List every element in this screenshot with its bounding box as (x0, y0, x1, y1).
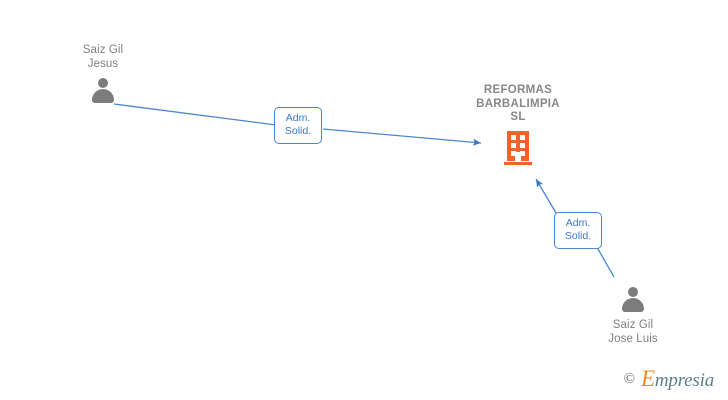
person-node-saiz-gil-jesus[interactable]: Saiz Gil Jesus (33, 43, 173, 103)
building-window (520, 142, 525, 148)
empresia-logo[interactable]: © Empresia (623, 366, 715, 392)
edge-joseluis-segment-upper (535, 178, 557, 214)
person-body-shape (622, 298, 644, 312)
building-door (515, 151, 521, 161)
building-window (520, 134, 525, 140)
edge-jesus-segment-left (113, 103, 277, 126)
edge-label-adm-solid-jesus[interactable]: Adm. Solid. (274, 107, 322, 144)
brand-wordmark: Empresia (641, 366, 714, 392)
edge-label-adm-solid-jose-luis[interactable]: Adm. Solid. (554, 212, 602, 249)
person-icon (92, 78, 114, 103)
brand-initial: E (641, 366, 655, 391)
building-window (511, 150, 516, 156)
person-body-shape (92, 89, 114, 103)
copyright-icon: © (623, 370, 636, 387)
person-icon (622, 287, 644, 312)
building-base-shape (504, 161, 532, 165)
company-node-reformas-barbalimpia-sl[interactable]: REFORMAS BARBALIMPIA SL (448, 84, 588, 165)
building-window (511, 142, 516, 148)
person-label-saiz-gil-jose-luis: Saiz Gil Jose Luis (608, 319, 658, 345)
building-window (520, 150, 525, 156)
building-icon (504, 130, 532, 165)
person-label-saiz-gil-jesus: Saiz Gil Jesus (82, 44, 124, 70)
person-node-saiz-gil-jose-luis[interactable]: Saiz Gil Jose Luis (563, 287, 703, 346)
person-head-shape (98, 78, 108, 88)
company-title: REFORMAS BARBALIMPIA SL (476, 84, 560, 123)
building-window (511, 134, 516, 140)
brand-rest: mpresia (654, 370, 714, 391)
person-head-shape (628, 287, 638, 297)
